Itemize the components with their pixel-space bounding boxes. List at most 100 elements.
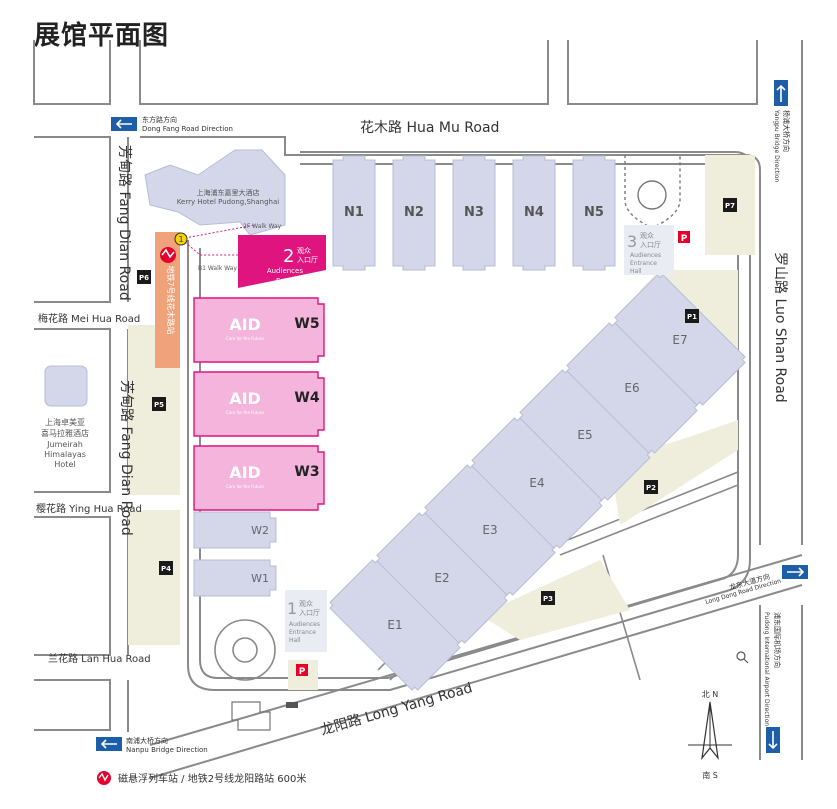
yangpu-en: Yangpu Bridge Direction — [773, 109, 780, 182]
entrance-3-number: 3 — [627, 232, 637, 251]
jumeirah-cn2: 喜马拉雅酒店 — [41, 428, 89, 438]
direction-pudong-airport: 浦东国际机场方向 Pudong International Airport Di… — [763, 612, 782, 753]
yangpu-cn: 杨浦大桥方向 — [782, 110, 791, 152]
parking-sign-red: P P — [296, 231, 690, 677]
hall-n2[interactable]: N2 — [392, 155, 436, 271]
entrance-hall-1[interactable]: 1 观众 入口厅 Audiences Entrance Hall — [285, 590, 327, 652]
hall-label: W2 — [251, 524, 269, 537]
entrance-3-en2: Entrance — [630, 260, 657, 267]
metro-logo-icon — [98, 772, 109, 782]
footer: 磁悬浮列车站 / 地铁2号线龙阳路站 600米 — [97, 771, 306, 785]
kerry-hotel: 上海浦东嘉里大酒店 Kerry Hotel Pudong,Shanghai — [144, 149, 286, 236]
hall-label: W1 — [251, 572, 269, 585]
entrance-hall-3[interactable]: 3 观众 入口厅 Audiences Entrance Hall — [624, 225, 674, 275]
jumeirah-en3: Hotel — [54, 460, 75, 469]
walkways: 2F Walk Way B1 Walk Way — [184, 223, 282, 272]
entrance-3-en3: Hall — [630, 268, 642, 275]
entrance-3-en1: Audiences — [630, 252, 661, 259]
hall-label: N4 — [524, 205, 544, 220]
hall-n3[interactable]: N3 — [452, 155, 496, 271]
walkway-b1: B1 Walk Way — [198, 265, 237, 272]
entrance-1-en1: Audiences — [289, 621, 320, 628]
metro-exit-number: 1 — [178, 235, 183, 244]
nanpu-cn: 南浦大桥方向 — [126, 736, 168, 745]
entrance-2-en2: Entrance Hall — [276, 277, 323, 285]
small-building-icon — [231, 701, 298, 731]
hall-n5[interactable]: N5 — [572, 155, 616, 271]
hall-label: W5 — [294, 316, 319, 332]
svg-text:P7: P7 — [725, 202, 735, 210]
hall-n4[interactable]: N4 — [512, 155, 556, 271]
aid-logo: AID — [229, 315, 261, 334]
hall-e2[interactable]: E2 — [374, 510, 510, 646]
footer-text: 磁悬浮列车站 / 地铁2号线龙阳路站 600米 — [118, 772, 306, 785]
compass-south: 南 S — [702, 770, 718, 780]
svg-text:P: P — [299, 667, 306, 677]
compass-north: 北 N — [702, 690, 719, 699]
walkway-2f: 2F Walk Way — [243, 223, 282, 230]
road-lan-hua: 兰花路 Lan Hua Road — [48, 652, 151, 665]
page-title: 展馆平面图 — [34, 21, 170, 51]
hall-label: E3 — [482, 523, 497, 537]
hall-n1[interactable]: N1 — [332, 155, 376, 271]
road-luo-shan: 罗山路 Luo Shan Road — [772, 252, 788, 403]
hall-w5[interactable]: AID Care for the Future W5 — [193, 297, 325, 363]
parking-p2: P2 — [644, 480, 658, 494]
jumeirah-en2: Himalayas — [44, 450, 86, 459]
direction-dong-fang: 东方路方向 Dong Fang Road Direction — [111, 115, 233, 133]
hall-w2[interactable]: W2 — [193, 511, 277, 549]
aid-logo: AID — [229, 389, 261, 408]
svg-text:P6: P6 — [139, 274, 149, 282]
hall-w3[interactable]: AID Care for the Future W3 — [193, 445, 325, 511]
svg-text:P3: P3 — [543, 595, 553, 603]
hall-e4[interactable]: E4 — [469, 415, 605, 551]
svg-text:P2: P2 — [646, 484, 656, 492]
hall-e7[interactable]: E7 — [612, 272, 748, 408]
hall-w1[interactable]: W1 — [193, 559, 277, 597]
garden — [624, 155, 681, 229]
parking-p6: P6 — [137, 270, 151, 284]
road-fang-dian-mid: 芳甸路 Fang Dian Road — [118, 380, 135, 536]
metro-exit-1[interactable]: 1 — [174, 232, 188, 246]
hall-label: N1 — [344, 205, 364, 220]
metro-station-label: 地铁7号线花木路站 — [166, 265, 176, 334]
metro-logo-icon — [160, 247, 176, 263]
hall-e5[interactable]: E5 — [517, 367, 653, 503]
svg-text:P4: P4 — [161, 565, 171, 573]
entrance-2-en1: Audiences — [267, 267, 304, 275]
hall-label: N2 — [404, 205, 424, 220]
entrance-1-en2: Entrance — [289, 629, 316, 636]
road-fang-dian-top: 芳甸路 Fang Dian Road — [116, 145, 133, 301]
hall-e1[interactable]: E1 — [327, 557, 463, 693]
road-ying-hua: 樱花路 Ying Hua Road — [36, 502, 142, 515]
entrance-3-cn2: 入口厅 — [640, 241, 661, 249]
hall-e6[interactable]: E6 — [564, 320, 700, 456]
hall-label: E6 — [624, 381, 639, 395]
hall-e3[interactable]: E3 — [422, 462, 558, 598]
entrance-hall-2[interactable]: 2 观众 入口厅 Audiences Entrance Hall — [238, 235, 326, 288]
hall-label: W3 — [294, 464, 319, 480]
parking-p3: P3 — [541, 591, 555, 605]
aid-tagline: Care for the Future — [226, 484, 264, 489]
entrance-2-cn2: 入口厅 — [297, 256, 318, 264]
parking-p7: P7 — [723, 198, 737, 212]
aid-tagline: Care for the Future — [226, 336, 264, 341]
hall-label: N3 — [464, 205, 484, 220]
jumeirah-hotel: 上海卓美亚 喜马拉雅酒店 Jumeirah Himalayas Hotel — [41, 365, 89, 469]
search-icon[interactable] — [736, 651, 749, 664]
aid-logo: AID — [229, 463, 261, 482]
pudong-airport-en: Pudong International Airport Direction — [763, 612, 770, 726]
direction-nanpu: 南浦大桥方向 Nanpu Bridge Direction — [96, 736, 208, 754]
hall-label: E7 — [672, 333, 687, 347]
parking-p4: P4 — [159, 561, 173, 575]
compass-icon: 北 N 南 S — [688, 690, 732, 780]
entrance-2-cn1: 观众 — [297, 247, 311, 255]
kerry-hotel-cn: 上海浦东嘉里大酒店 — [197, 188, 260, 197]
jumeirah-en1: Jumeirah — [46, 440, 83, 449]
north-halls: N1 N2 N3 N4 N5 — [332, 155, 616, 271]
